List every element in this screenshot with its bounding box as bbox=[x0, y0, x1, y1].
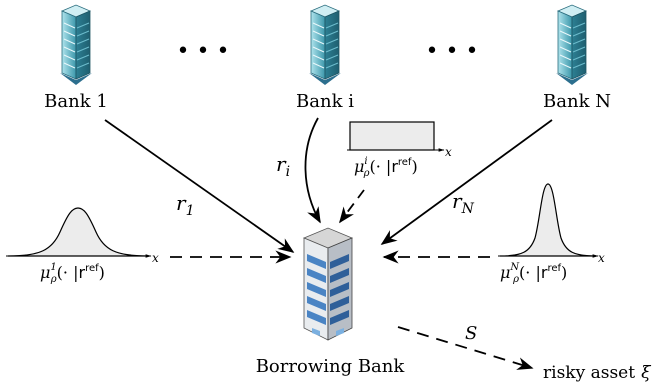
bank-i-building-icon bbox=[309, 4, 341, 85]
investment-s-label: S bbox=[465, 323, 477, 344]
bank-n-building-icon bbox=[556, 4, 588, 85]
dashed-arrow-middle bbox=[339, 189, 365, 224]
ellipsis-right: • • • bbox=[426, 39, 479, 64]
bank-i-label: Bank i bbox=[296, 91, 354, 112]
arrow-bankn-to-borrower bbox=[380, 119, 553, 245]
axis-x-label-left: x bbox=[152, 251, 159, 265]
axis-x-label-middle: x bbox=[445, 145, 452, 159]
borrowing-bank-building-icon bbox=[302, 227, 354, 341]
rate-ri-label: ri bbox=[276, 152, 290, 180]
arrow-bank1-to-borrower bbox=[104, 119, 295, 253]
borrowing-bank-label: Borrowing Bank bbox=[256, 356, 406, 377]
bank-1-building-icon bbox=[60, 4, 92, 85]
bank-n-label: Bank N bbox=[543, 91, 611, 112]
dashed-arrow-investment bbox=[397, 326, 534, 370]
ellipsis-left: • • • bbox=[177, 39, 230, 64]
axis-x-label-right: x bbox=[598, 251, 605, 265]
rate-rn-label: rN bbox=[452, 189, 475, 217]
bank-1-label: Bank 1 bbox=[44, 91, 108, 112]
rate-r1-label: r1 bbox=[176, 191, 194, 219]
arrow-banki-to-borrower bbox=[304, 117, 321, 224]
